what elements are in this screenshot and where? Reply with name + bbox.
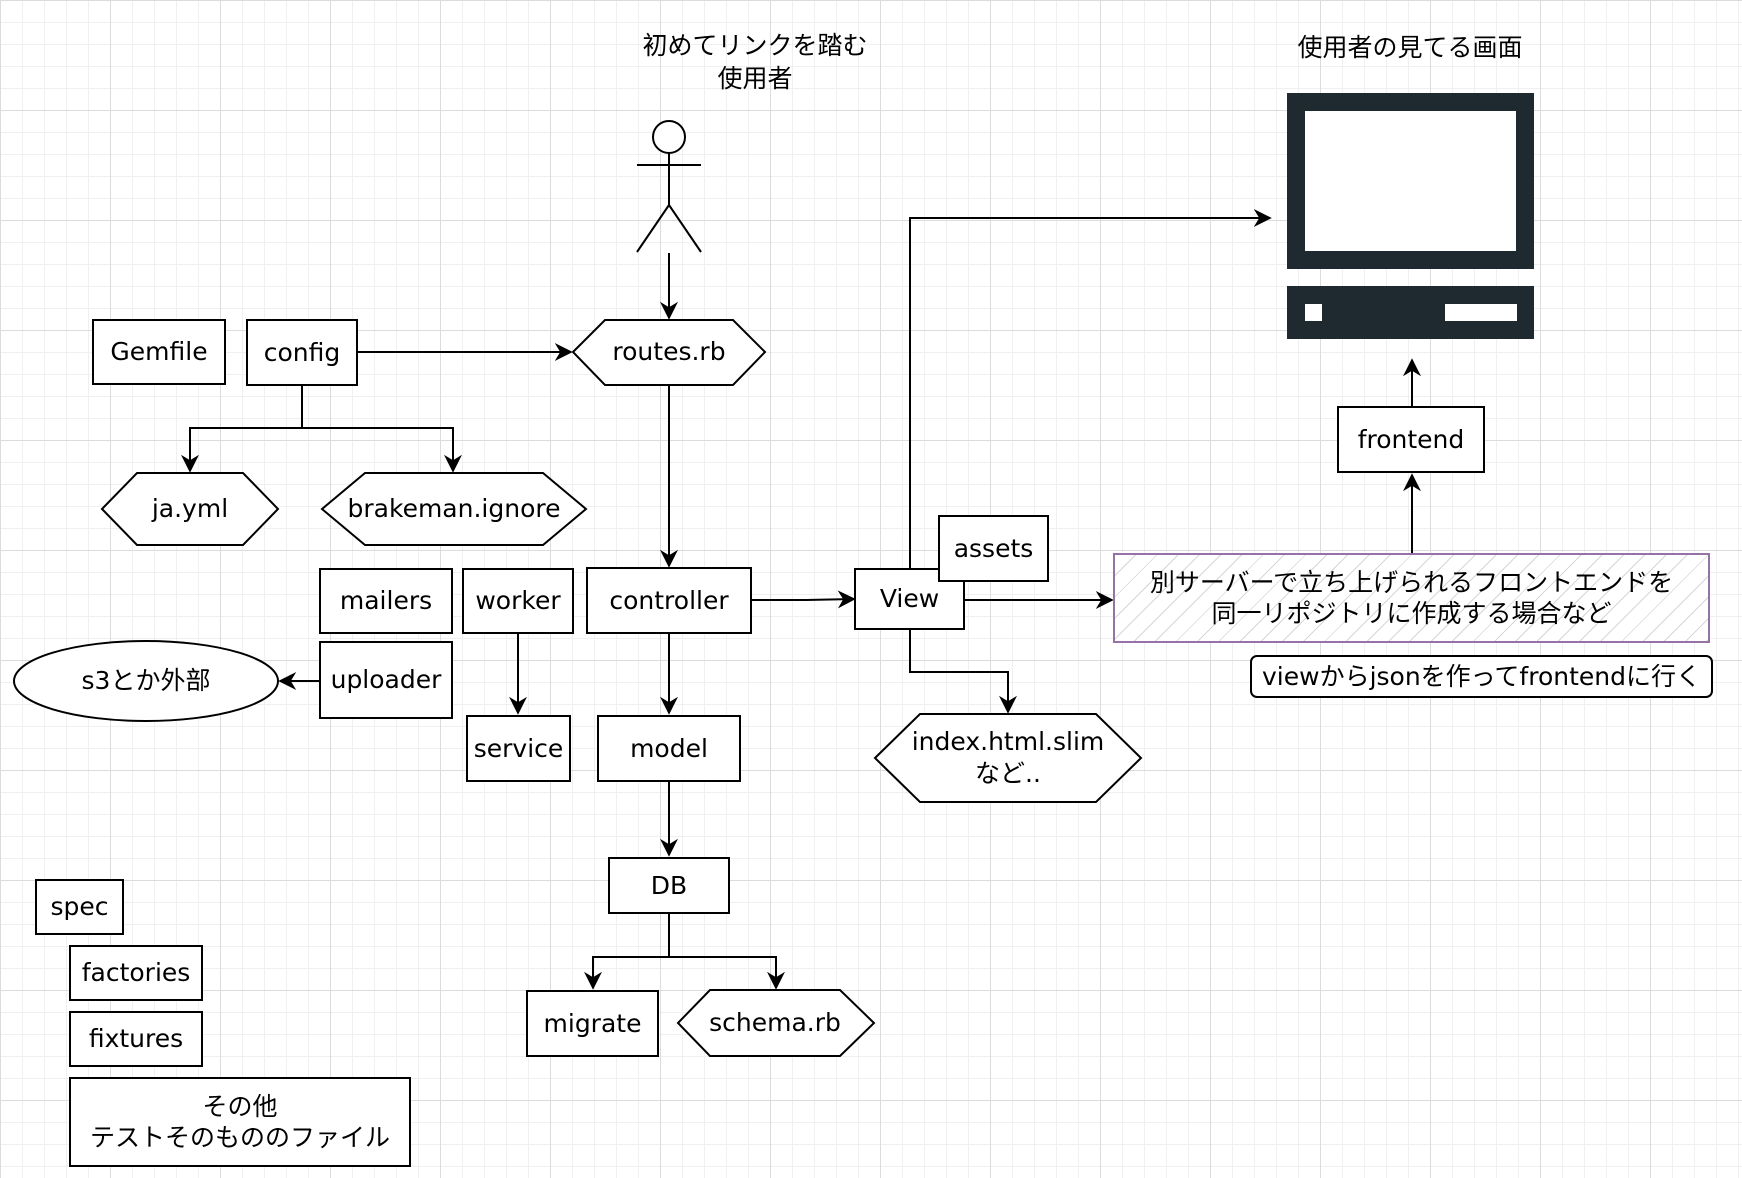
- uploader-box: uploader: [319, 641, 453, 719]
- json-note-box: viewからjsonを作ってfrontendに行く: [1250, 655, 1713, 698]
- separate-server-box: 別サーバーで立ち上げられるフロントエンドを 同一リポジトリに作成する場合など: [1113, 553, 1710, 643]
- edge-controller-view: [752, 590, 856, 609]
- other-test-files-box: その他 テストそのもののファイル: [69, 1077, 411, 1167]
- model-box: model: [597, 715, 741, 782]
- routes-hexagon: [571, 319, 767, 386]
- desktop-monitor-icon: [1287, 93, 1534, 339]
- frontend-box: frontend: [1337, 406, 1485, 473]
- screen-label: 使用者の見てる画面: [1297, 33, 1523, 62]
- ja-yml-label: ja.yml: [151, 493, 229, 523]
- controller-box: controller: [586, 567, 752, 634]
- worker-box: worker: [462, 568, 574, 634]
- index-html-label: index.html.slim など..: [911, 726, 1105, 789]
- brakeman-label: brakeman.ignore: [347, 493, 561, 523]
- edge-view-index: [909, 630, 1017, 714]
- schema-label: schema.rb: [709, 1007, 841, 1037]
- mailers-box: mailers: [319, 568, 453, 634]
- brakeman-hexagon: [320, 472, 588, 546]
- spec-box: spec: [35, 879, 124, 935]
- routes-label: routes.rb: [612, 337, 726, 367]
- edge-view-screen: [909, 209, 1272, 569]
- s3-ellipse: [13, 640, 279, 722]
- s3-label: s3とか外部: [81, 665, 211, 695]
- edge-config-children: [181, 386, 462, 473]
- ja-yml-hexagon: [100, 472, 280, 546]
- gemfile-box: Gemfile: [92, 319, 226, 385]
- fixtures-box: fixtures: [69, 1011, 203, 1067]
- config-box: config: [246, 319, 358, 386]
- user-label: 初めてリンクを踏む 使用者: [642, 31, 868, 93]
- migrate-box: migrate: [526, 990, 659, 1057]
- assets-box: assets: [938, 515, 1049, 582]
- factories-box: factories: [69, 945, 203, 1001]
- actor-icon: [636, 120, 702, 253]
- service-box: service: [466, 715, 571, 782]
- db-box: DB: [608, 857, 730, 914]
- index-html-hexagon: [873, 713, 1143, 803]
- schema-hexagon: [676, 989, 876, 1057]
- edge-db-children: [584, 914, 785, 990]
